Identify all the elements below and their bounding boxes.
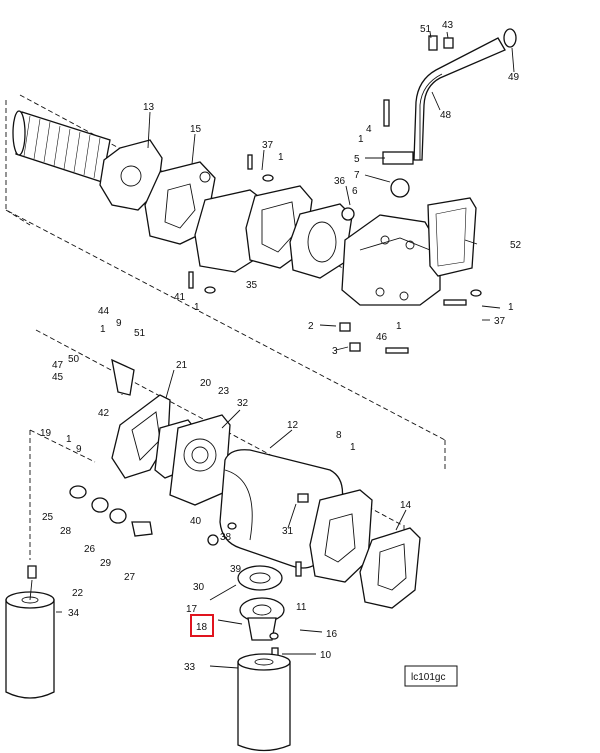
sensor-5 <box>390 178 410 198</box>
callout-1: 1 <box>358 134 364 145</box>
callout-49: 49 <box>508 72 520 83</box>
callout-1: 1 <box>100 324 106 335</box>
gasket-14 <box>359 527 421 609</box>
callout-45: 45 <box>52 372 64 383</box>
callout-16: 16 <box>326 629 338 640</box>
leader-lines <box>29 31 515 669</box>
spring-26 <box>109 508 127 524</box>
spring-25 <box>69 485 87 499</box>
callout-11: 11 <box>296 602 307 613</box>
callout-19: 19 <box>40 428 52 439</box>
callout-39: 39 <box>230 564 242 575</box>
callout-38: 38 <box>220 532 232 543</box>
bolts-upper <box>188 99 482 354</box>
callout-10: 10 <box>320 650 332 661</box>
bolt-51 <box>428 35 438 51</box>
nut-43 <box>443 37 454 49</box>
oil-pipe-48 <box>413 28 517 161</box>
highlight-box <box>190 614 214 637</box>
bracket-51 <box>111 358 135 396</box>
callout-51: 51 <box>134 328 146 339</box>
callout-32: 32 <box>237 398 249 409</box>
callout-40: 40 <box>190 516 202 527</box>
callout-3: 3 <box>332 346 338 357</box>
drive-shaft-13 <box>12 110 163 211</box>
callout-18: 18 <box>196 622 208 633</box>
callout-23: 23 <box>218 386 230 397</box>
callout-28: 28 <box>60 526 72 537</box>
callout-46: 46 <box>376 332 388 343</box>
o-ring-49 <box>503 28 517 48</box>
filter-housing-12 <box>219 449 373 583</box>
callout-2: 2 <box>308 321 314 332</box>
callout-6: 6 <box>352 186 358 197</box>
callout-48: 48 <box>440 110 452 121</box>
callout-7: 7 <box>354 170 360 181</box>
callout-33: 33 <box>184 662 196 673</box>
callout-42: 42 <box>98 408 110 419</box>
plate-23 <box>169 414 231 506</box>
valve-body-18 <box>247 617 277 641</box>
callout-20: 20 <box>200 378 212 389</box>
callout-5: 5 <box>354 154 360 165</box>
callout-37: 37 <box>262 140 274 151</box>
diagram-code-box: lc101gc <box>404 665 458 687</box>
callout-15: 15 <box>190 124 202 135</box>
flange-13 <box>99 139 163 211</box>
callout-13: 13 <box>143 102 155 113</box>
callout-17: 17 <box>186 604 198 615</box>
callout-1: 1 <box>508 302 514 313</box>
fitting-11 <box>295 561 302 577</box>
callout-44: 44 <box>98 306 110 317</box>
plug-27 <box>131 521 153 537</box>
flange-5 <box>382 151 414 165</box>
callout-34: 34 <box>68 608 80 619</box>
spring-seat-39 <box>237 565 283 591</box>
callout-50: 50 <box>68 354 80 365</box>
bolt-38 <box>207 534 219 546</box>
callout-51: 51 <box>420 24 432 35</box>
callout-1: 1 <box>350 442 356 453</box>
callout-1: 1 <box>66 434 72 445</box>
callout-41: 41 <box>174 292 186 303</box>
callout-1: 1 <box>194 302 200 313</box>
filter-34 <box>5 591 55 699</box>
callout-4: 4 <box>366 124 372 135</box>
callout-27: 27 <box>124 572 136 583</box>
callout-1: 1 <box>396 321 402 332</box>
callout-52: 52 <box>510 240 522 251</box>
gasket-15 <box>144 161 216 245</box>
callout-26: 26 <box>84 544 96 555</box>
callout-47: 47 <box>52 360 64 371</box>
callout-37: 37 <box>494 316 506 327</box>
highlighted-callout-18[interactable]: 18 <box>190 614 214 637</box>
adapter-housing-21 <box>111 358 231 506</box>
gasket-36 <box>289 203 355 279</box>
callout-12: 12 <box>287 420 299 431</box>
callout-36: 36 <box>334 176 346 187</box>
diagram-code: lc101gc <box>411 672 445 683</box>
filter-33 <box>237 653 291 752</box>
fitting-22 <box>27 565 37 579</box>
o-ring-16 <box>269 632 279 640</box>
callout-21: 21 <box>176 360 188 371</box>
callout-9: 9 <box>76 444 82 455</box>
callout-9: 9 <box>116 318 122 329</box>
callout-8: 8 <box>336 430 342 441</box>
callout-22: 22 <box>72 588 84 599</box>
valve-28 <box>91 497 109 513</box>
cover-52 <box>427 197 477 277</box>
relief-valve-parts <box>27 485 153 579</box>
callout-30: 30 <box>193 582 205 593</box>
callout-25: 25 <box>42 512 54 523</box>
callout-29: 29 <box>100 558 112 569</box>
callout-43: 43 <box>442 20 454 31</box>
callout-labels: 51 43 49 48 13 15 4 1 37 1 5 7 36 6 52 3… <box>40 20 522 673</box>
callout-31: 31 <box>282 526 294 537</box>
callout-35: 35 <box>246 280 258 291</box>
callout-14: 14 <box>400 500 412 511</box>
callout-1: 1 <box>278 152 284 163</box>
